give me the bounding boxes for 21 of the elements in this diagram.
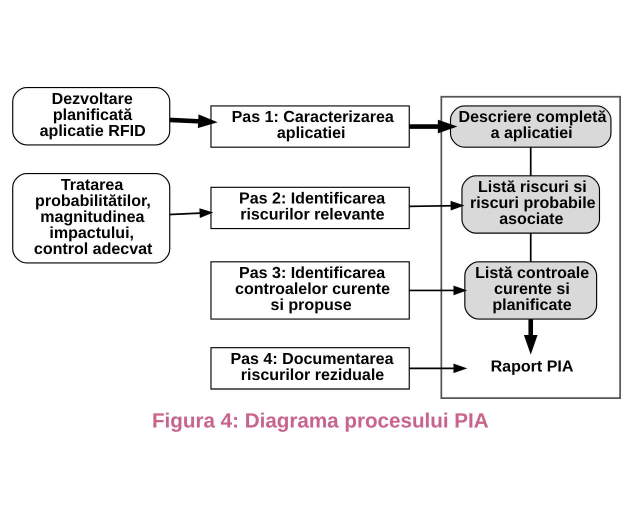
arrow	[410, 120, 458, 134]
arrow	[410, 364, 468, 374]
arrow	[410, 286, 468, 296]
node-box: Pas 1: Caracterizarea aplicatiei	[210, 105, 410, 148]
node-box: Dezvoltare planificată aplicatie RFID	[12, 87, 170, 146]
node-text: Raport PIA	[490, 357, 574, 376]
node-box: Descriere completă a aplicatiei	[450, 105, 612, 148]
connector	[530, 147, 532, 176]
node-box: Listă controale curente si planificate	[464, 261, 598, 320]
node-box: Pas 2: Identificarea riscurilor relevante	[210, 186, 410, 230]
cluster	[440, 96, 621, 400]
node-box: Tratarea probabilitătilor, magnitudinea impactului, control adecvat	[12, 172, 170, 264]
connector	[530, 233, 532, 262]
arrow	[410, 200, 464, 211]
arrow	[170, 114, 218, 128]
caption: Figura 4: Diagrama procesului PIA	[152, 409, 489, 432]
node-box: Listă riscuri si riscuri probabile asociate	[461, 175, 600, 234]
arrow	[170, 208, 214, 218]
node-box: Pas 4: Documentarea riscurilor reziduale	[210, 347, 410, 390]
node-box: Pas 3: Identificarea controalelor curente si propuse	[210, 261, 410, 320]
arrow	[524, 320, 538, 355]
